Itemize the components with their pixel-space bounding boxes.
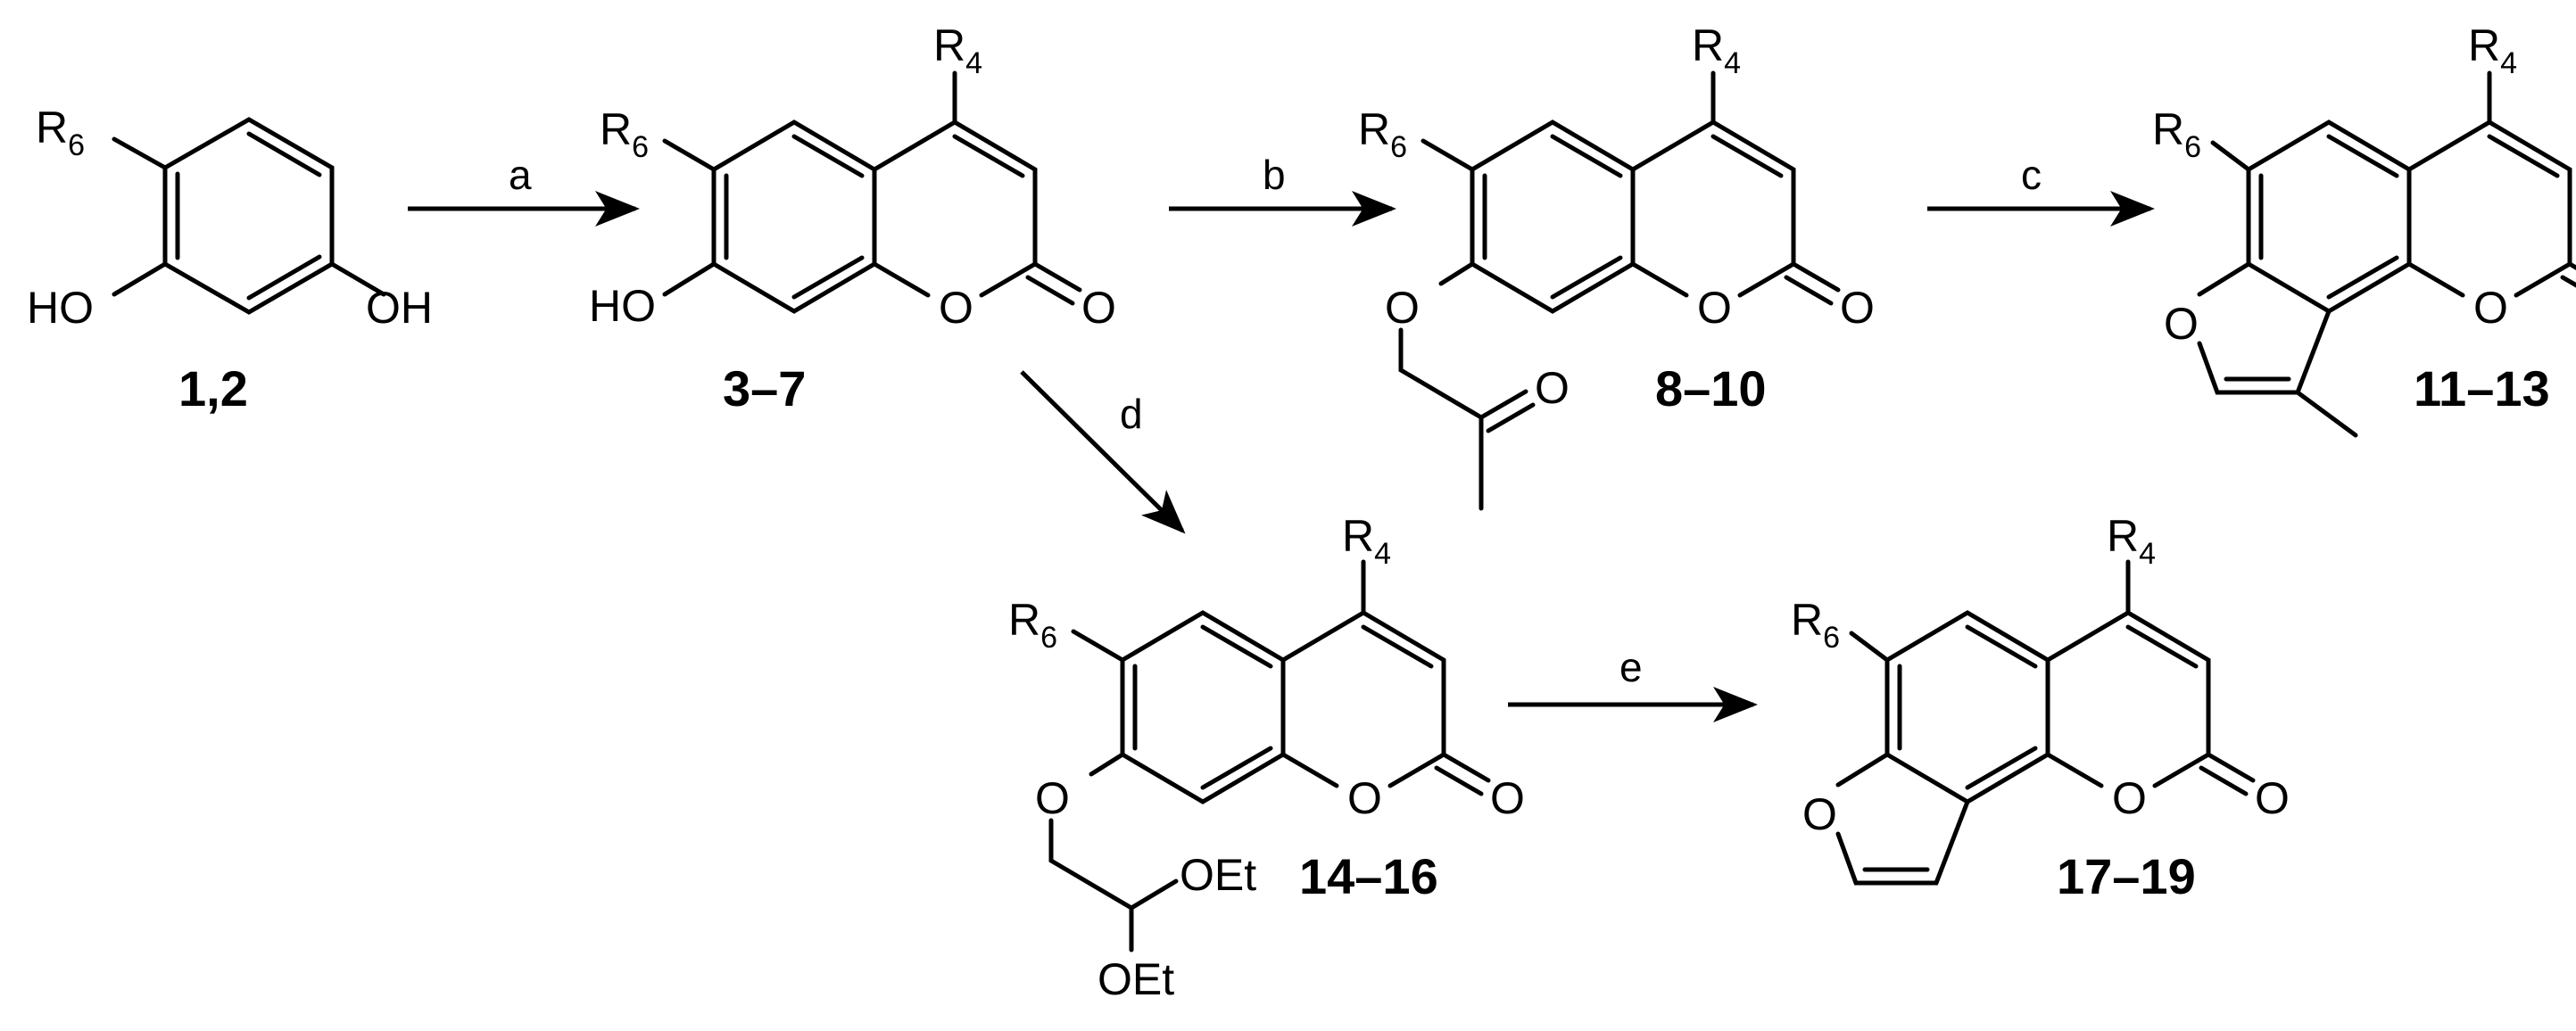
compound-1-2: R6 HO OH 1,2 [27,103,433,417]
compound-number: 11–13 [2414,360,2550,417]
ether-o-label: O [1035,773,1070,823]
arrow-e: e [1508,644,1758,722]
ring-o-label: O [1347,773,1382,823]
r4-label: R4 [1342,511,1391,571]
ring-o-label: O [2473,283,2508,333]
ketone-o-label: O [1535,363,1570,413]
reagent-label: c [2021,152,2042,198]
r6-label: R6 [1791,595,1840,655]
r4-label: R4 [2107,511,2156,571]
compound-number: 1,2 [178,360,248,417]
ring-o-label: O [939,283,973,333]
ring-o-label: O [2112,773,2147,823]
reagent-label: b [1263,152,1286,198]
compound-17-19: R4 R6 O O O 17–19 [1791,511,2290,904]
r6-label: R6 [2152,104,2201,164]
arrow-d: d [1020,370,1186,534]
furan-o-label: O [2164,299,2199,349]
oet-label: OEt [1180,850,1256,900]
r4-label: R4 [933,21,982,80]
compound-number: 3–7 [723,360,806,417]
carbonyl-o-label: O [1490,773,1525,823]
reagent-label: d [1120,391,1143,437]
r6-label: R6 [1358,104,1407,164]
ho-label: HO [589,281,656,331]
oh-label: OH [366,283,433,333]
r4-label: R4 [1692,21,1741,80]
reagent-label: a [509,152,532,198]
compound-14-16: R4 R6 O O O OEt OEt 14–16 [1008,511,1525,1004]
reagent-label: e [1619,644,1643,690]
compound-3-7: R4 R6 HO O O 3–7 [589,21,1116,417]
furan-o-label: O [1802,789,1837,839]
r4-label: R4 [2468,21,2517,80]
carbonyl-o-label: O [2255,773,2290,823]
oet-label: OEt [1097,954,1174,1004]
compound-number: 17–19 [2057,848,2196,904]
ether-o-label: O [1385,283,1420,333]
compound-number: 8–10 [1655,360,1767,417]
r6-label: R6 [36,103,85,162]
ring-o-label: O [1697,283,1732,333]
compound-8-10: R4 R6 O O O O 8–10 [1358,21,1875,511]
carbonyl-o-label: O [1081,283,1116,333]
compound-11-13: R4 R6 O O O 11–13 [2152,21,2576,438]
arrow-c: c [1927,152,2155,227]
compound-number: 14–16 [1299,848,1438,904]
arrow-b: b [1169,152,1396,227]
ho-label: HO [27,283,94,333]
carbonyl-o-label: O [1840,283,1875,333]
r6-label: R6 [600,104,649,164]
arrow-a: a [408,152,640,227]
r6-label: R6 [1008,595,1057,655]
